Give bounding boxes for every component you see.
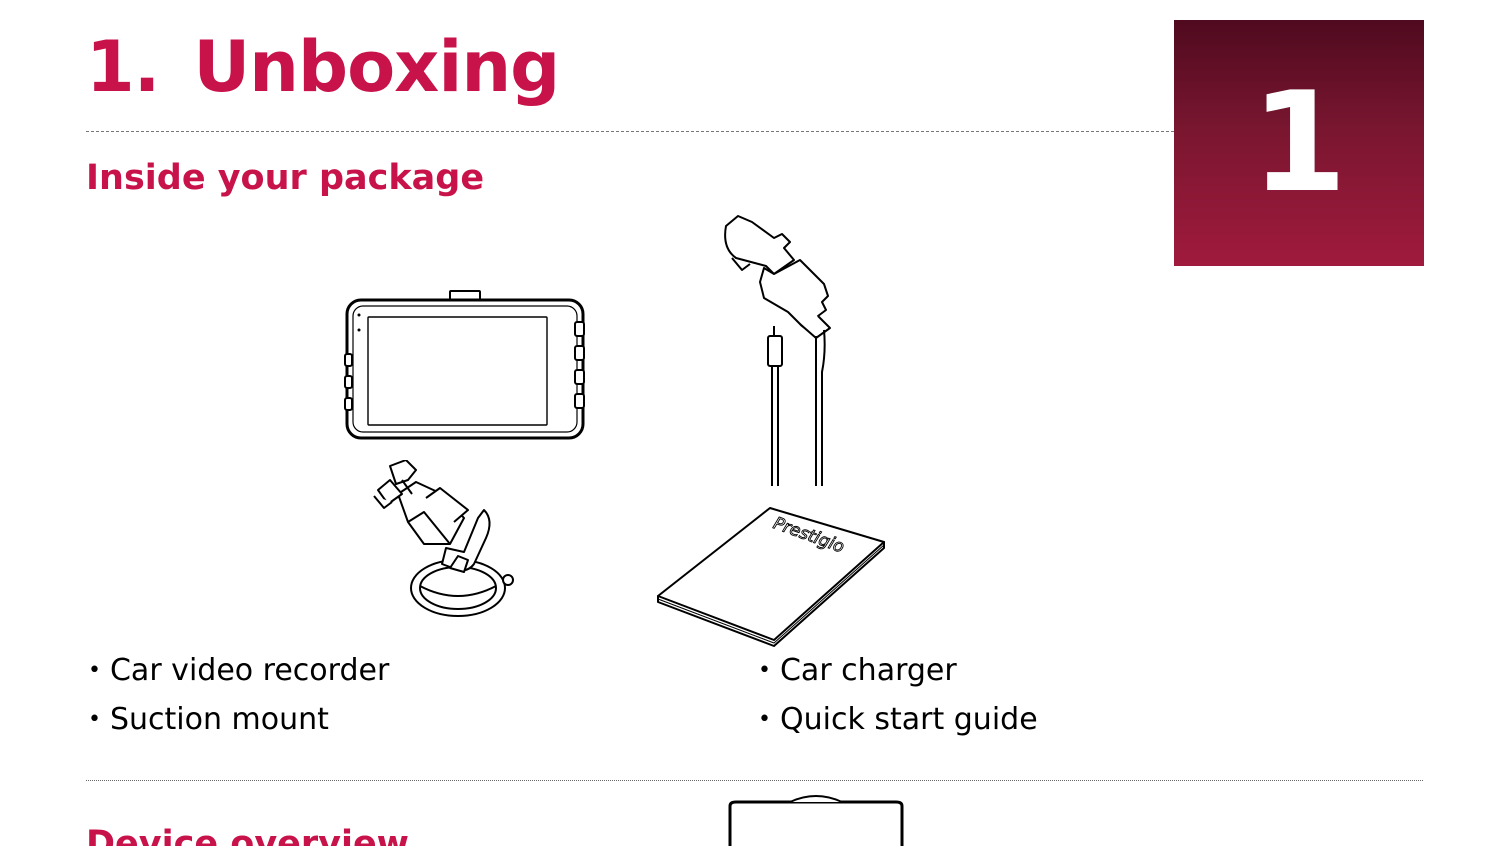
list-item: Car charger — [758, 648, 1038, 697]
section-divider — [86, 780, 1423, 781]
title-divider — [86, 131, 1174, 132]
car-charger-icon — [724, 215, 831, 486]
list-item: Car video recorder — [88, 648, 389, 697]
chapter-title: 1. Unboxing — [86, 22, 560, 112]
list-item: Suction mount — [88, 697, 389, 746]
device-top-view-icon — [728, 795, 904, 846]
chapter-title-text: Unboxing — [193, 26, 560, 108]
package-list-right: Car charger Quick start guide — [758, 648, 1038, 746]
chapter-number: 1. — [86, 26, 160, 108]
dash-camera-icon — [344, 290, 585, 440]
suction-mount-icon — [373, 460, 514, 617]
next-section-title: Device overview — [86, 824, 410, 846]
section-title: Inside your package — [86, 158, 485, 198]
quick-start-guide-icon: Prestigio — [657, 507, 885, 647]
chapter-tab: 1 — [1174, 20, 1424, 266]
chapter-tab-number: 1 — [1250, 62, 1348, 223]
package-list-left: Car video recorder Suction mount — [88, 648, 389, 746]
list-item: Quick start guide — [758, 697, 1038, 746]
